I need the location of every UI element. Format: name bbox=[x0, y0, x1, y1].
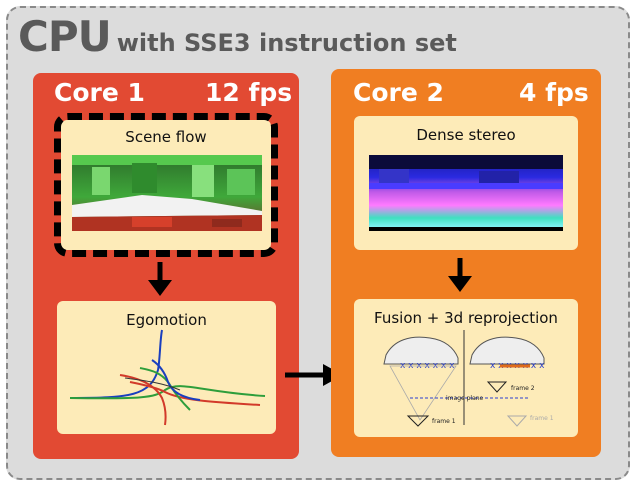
core1-down-arrow bbox=[148, 262, 172, 296]
label-frame1: frame 1 bbox=[432, 418, 456, 425]
egomotion-plot bbox=[69, 329, 266, 426]
core1-name: Core 1 bbox=[54, 78, 145, 107]
fusion-diagram: x x x x x x x x x x x x x x image plane … bbox=[383, 330, 554, 427]
dense-stereo-image bbox=[369, 155, 563, 231]
scene-flow-title: Scene flow bbox=[125, 128, 207, 146]
fusion-title: Fusion + 3d reprojection bbox=[374, 309, 558, 327]
core2-down-arrow bbox=[448, 258, 472, 292]
egomotion-title: Egomotion bbox=[126, 311, 207, 329]
core2-fps: 4 fps bbox=[519, 78, 589, 107]
cpu-title-subtitle: with SSE3 instruction set bbox=[116, 29, 457, 57]
scene-flow-dashed-border bbox=[54, 113, 278, 257]
core1-fps: 12 fps bbox=[205, 78, 293, 107]
label-frame1-faded: frame 1 bbox=[530, 415, 554, 422]
egomotion-box: Egomotion bbox=[57, 301, 276, 434]
dense-stereo-title: Dense stereo bbox=[416, 126, 516, 144]
scene-flow-image bbox=[72, 155, 262, 231]
label-image-plane: image plane bbox=[446, 395, 484, 402]
core2-name: Core 2 bbox=[353, 78, 444, 107]
label-frame2: frame 2 bbox=[511, 385, 535, 392]
cpu-title-big: CPU bbox=[18, 12, 112, 61]
